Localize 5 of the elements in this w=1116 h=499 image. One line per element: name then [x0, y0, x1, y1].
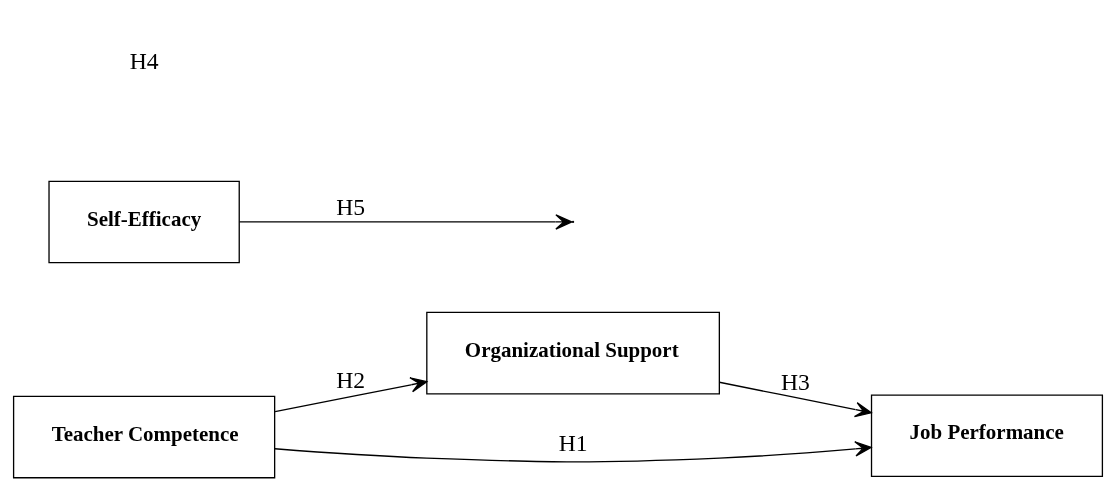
edge-label: H5 — [336, 193, 366, 220]
label: H4 — [129, 48, 159, 74]
edge-label: H2 — [336, 366, 366, 393]
edge-label: H1 — [558, 429, 588, 456]
edge-label: H3 — [781, 369, 810, 396]
